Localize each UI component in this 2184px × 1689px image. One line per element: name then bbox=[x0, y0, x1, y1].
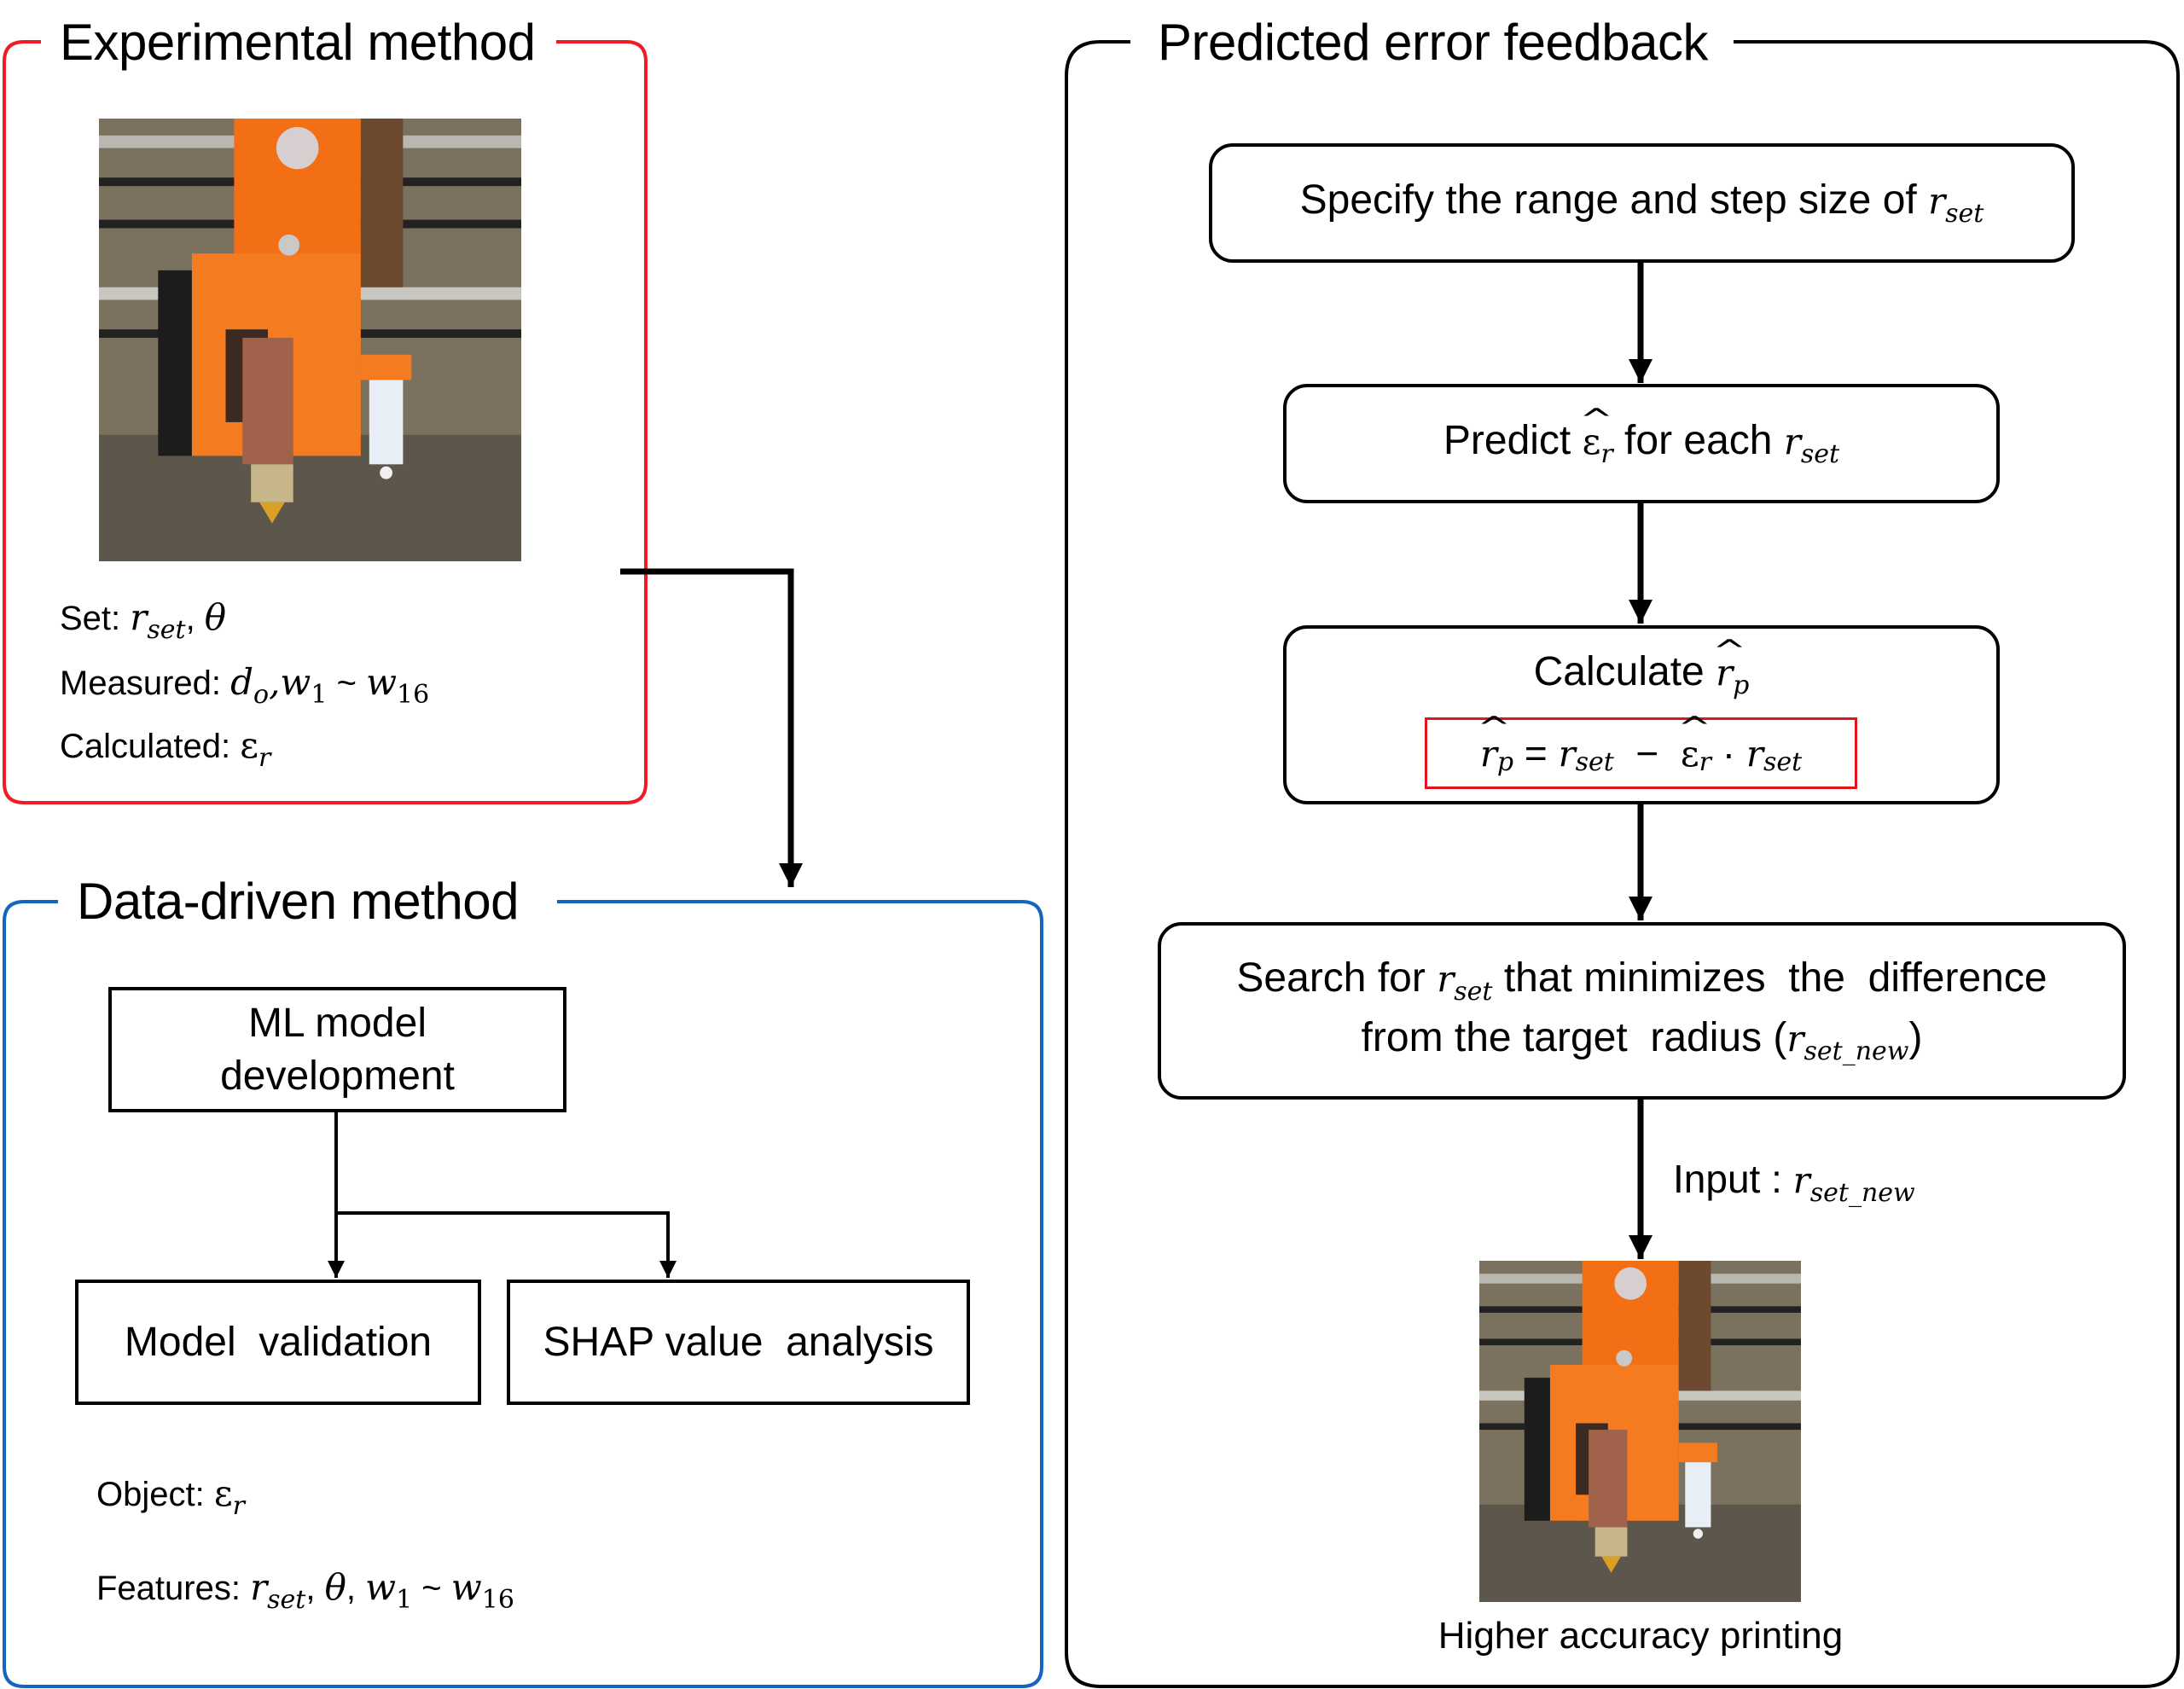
step1-text: Specify the range and step size of rset bbox=[1299, 177, 1984, 229]
step4-line1: Search for rset that minimizes the diffe… bbox=[1236, 955, 2048, 1007]
step-predict-error-box: Predict εr for each rset bbox=[1283, 384, 2000, 503]
ml-model-development-box: ML model development bbox=[108, 987, 566, 1112]
output-caption: Higher accuracy printing bbox=[1438, 1615, 1844, 1657]
measured-variables: Measured: do,w1 ~ w16 bbox=[60, 661, 430, 711]
experimental-to-datadriven-arrow bbox=[620, 568, 803, 887]
data-driven-method-title: Data-driven method bbox=[58, 876, 537, 927]
step4-line2: from the target radius (rset_new) bbox=[1361, 1015, 1923, 1066]
step3-text: Calculate rp bbox=[1534, 646, 1750, 704]
printer-photo-experimental bbox=[99, 119, 521, 561]
input-label: Input : rset_new bbox=[1673, 1157, 1915, 1208]
step-specify-range-box: Specify the range and step size of rset bbox=[1209, 143, 2075, 263]
model-validation-box: Model validation bbox=[75, 1280, 481, 1405]
printer-photo-output bbox=[1479, 1261, 1801, 1602]
step2-text: Predict εr for each rset bbox=[1443, 415, 1839, 473]
feature-variables: Features: rset, θ, w1 ~ w16 bbox=[96, 1566, 514, 1616]
step-calculate-radius-box: Calculate rp bbox=[1283, 625, 2000, 804]
feedback-title: Predicted error feedback bbox=[1139, 17, 1728, 68]
printer-head-icon bbox=[99, 119, 521, 561]
calculated-variables: Calculated: εr bbox=[60, 724, 271, 774]
ml-to-shap-arrow bbox=[336, 1211, 677, 1278]
experimental-panel-border bbox=[3, 40, 648, 804]
data-driven-panel-border bbox=[3, 900, 1043, 1688]
step-search-optimal-box: Search for rset that minimizes the diffe… bbox=[1158, 922, 2126, 1100]
predicted-radius-formula: rp = rset − εr · rset bbox=[1425, 717, 1857, 789]
shap-analysis-box: SHAP value analysis bbox=[507, 1280, 970, 1405]
printer-head-icon bbox=[1479, 1261, 1801, 1602]
set-variables: Set: rset, θ bbox=[60, 596, 227, 646]
object-variable: Object: εr bbox=[96, 1472, 245, 1522]
feedback-panel-border bbox=[1065, 40, 2180, 1688]
experimental-method-title: Experimental method bbox=[41, 17, 555, 68]
